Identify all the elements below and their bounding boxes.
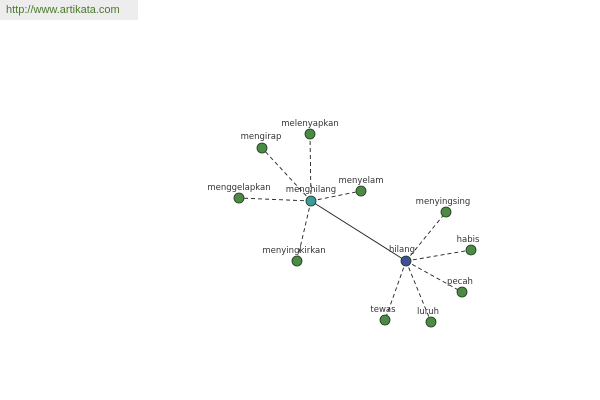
node-luruh[interactable]: luruh (417, 307, 439, 328)
node-melenyapkan[interactable]: melenyapkan (281, 119, 339, 140)
edge-menghilang-menggelapkan (238, 197, 312, 202)
node-dot-mengirap[interactable] (256, 142, 268, 154)
node-habis[interactable]: habis (457, 235, 480, 256)
node-label-menggelapkan: menggelapkan (207, 183, 270, 193)
node-dot-menggelapkan[interactable] (233, 192, 245, 204)
node-label-tewas: tewas (370, 305, 396, 315)
node-label-melenyapkan: melenyapkan (281, 119, 339, 129)
node-label-menyingsing: menyingsing (416, 197, 471, 207)
node-menyelam[interactable]: menyelam (338, 176, 384, 197)
node-label-luruh: luruh (417, 307, 439, 317)
node-label-menghilang: menghilang (286, 185, 336, 195)
edges-layer (238, 133, 472, 323)
node-menghilang[interactable]: menghilang (286, 185, 336, 207)
node-dot-habis[interactable] (465, 244, 477, 256)
node-label-mengirap: mengirap (241, 132, 282, 142)
edge-hilang-menyingsing (405, 211, 447, 262)
node-menggelapkan[interactable]: menggelapkan (207, 183, 271, 204)
edge-hilang-habis (405, 249, 472, 262)
node-dot-menyingkirkan[interactable] (291, 255, 303, 267)
node-label-menyingkirkan: menyingkirkan (262, 246, 325, 256)
edge-hilang-tewas (384, 260, 407, 321)
node-dot-hilang[interactable] (400, 255, 412, 267)
node-dot-melenyapkan[interactable] (304, 128, 316, 140)
node-dot-pecah[interactable] (456, 286, 468, 298)
node-menyingsing[interactable]: menyingsing (416, 197, 471, 218)
node-label-pecah: pecah (447, 277, 473, 287)
source-url-text: http://www.artikata.com (6, 4, 120, 16)
source-url-bar: http://www.artikata.com (0, 0, 138, 20)
node-dot-menyingsing[interactable] (440, 206, 452, 218)
edge-hilang-pecah (405, 260, 463, 293)
node-label-habis: habis (457, 235, 480, 245)
node-label-menyelam: menyelam (338, 176, 383, 186)
edge-menghilang-menyingkirkan (296, 200, 312, 262)
node-tewas[interactable]: tewas (370, 305, 396, 326)
edge-menghilang-menyelam (310, 190, 362, 202)
nodes-layer: menghilang hilang mengirap melenyapkan menye… (207, 119, 480, 328)
node-pecah[interactable]: pecah (447, 277, 473, 298)
node-hilang[interactable]: hilang (389, 245, 415, 267)
node-dot-menghilang[interactable] (305, 195, 317, 207)
edge-menghilang-hilang (310, 200, 407, 262)
node-menyingkirkan[interactable]: menyingkirkan (262, 246, 326, 267)
node-dot-menyelam[interactable] (355, 185, 367, 197)
edge-hilang-luruh (405, 260, 432, 323)
node-label-hilang: hilang (389, 245, 415, 255)
node-mengirap[interactable]: mengirap (241, 132, 282, 154)
node-dot-luruh[interactable] (425, 316, 437, 328)
edge-menghilang-mengirap (261, 147, 312, 202)
node-dot-tewas[interactable] (379, 314, 391, 326)
